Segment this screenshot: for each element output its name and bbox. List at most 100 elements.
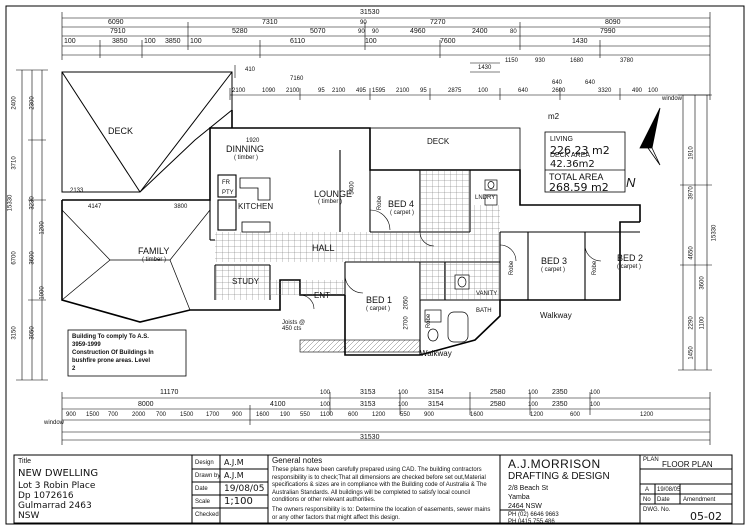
room-robe-3: Robe [592, 260, 599, 276]
company-address-2: Yamba [508, 494, 530, 501]
room-lounge: LOUNGE [314, 189, 353, 199]
plan-label: PLAN [643, 457, 659, 463]
dim-bottom-row3-6: 1700 [206, 412, 220, 418]
dim-bottom-row1-0: 11170 [160, 389, 179, 396]
dim-bottom-row1-8: 100 [590, 390, 601, 396]
dim-interior-3: 4147 [88, 204, 102, 210]
rev-date: 19/08/05 [657, 487, 681, 493]
dim-top-small-8: 640 [585, 80, 596, 86]
dim-right-4: 2290 [688, 316, 695, 330]
room-deck-left: DECK [108, 126, 134, 136]
dim-bottom-row3-11: 1100 [320, 412, 333, 418]
rev-amendment-label: Amendment [683, 497, 716, 503]
family-hip-lines [61, 209, 211, 311]
scale-value: 1;100 [224, 496, 253, 507]
tiled-floors [215, 170, 500, 300]
area-box [544, 131, 626, 193]
dim-bottom-row3-3: 2000 [132, 412, 146, 418]
dim-bottom-row3-0: 900 [66, 412, 77, 418]
dim-right-5: 1100 [699, 316, 706, 330]
dim-bottom-row3-12: 600 [348, 412, 359, 418]
dwg-value: 05-02 [690, 510, 722, 523]
area-deck-label: DECK AREA [550, 152, 591, 159]
dim-interior-4: 3800 [174, 204, 188, 210]
rev-a: A [645, 487, 650, 493]
dim-top-row5-2: 2100 [286, 88, 300, 94]
sheet-border [5, 5, 745, 525]
left-dimension-lines [16, 69, 48, 381]
dim-bottom-row1-5: 2580 [490, 389, 506, 396]
dim-left-0: 2400 [11, 96, 18, 110]
title-value: NEW DWELLING [18, 468, 99, 479]
dim-top-row3-4: 90 [372, 29, 379, 35]
room-dinning-floor: ( timber ) [234, 155, 258, 161]
dim-top-row5-14: 490 [632, 88, 643, 94]
dim-top-row3-0: 7910 [110, 28, 126, 35]
bushfire-line-3: Construction Of Buildings In [72, 350, 154, 356]
dim-bottom-row2-3: 3153 [360, 401, 376, 408]
drawn-label: Drawn by [195, 473, 221, 479]
room-dinning: DINNING [226, 144, 264, 154]
area-living-label: LIVING [550, 136, 573, 143]
room-robe-4: Robe [426, 313, 433, 329]
area-total-label: TOTAL AREA [549, 172, 604, 182]
dim-top-row3-5: 4960 [410, 28, 426, 35]
dim-bottom-row1-7: 2350 [552, 389, 568, 396]
room-fr: FR [222, 180, 230, 186]
room-bed3-floor: ( carpet ) [541, 267, 566, 273]
dim-bottom-row2-9: 100 [590, 402, 601, 408]
bottom-dimension-lines [61, 392, 711, 445]
north-label: N [626, 175, 636, 190]
company-name: A.J.MORRISON [508, 457, 601, 471]
room-bed4-floor: ( carpet ) [390, 210, 415, 216]
dim-bottom-row3-13: 1200 [372, 412, 386, 418]
dim-top-small-2: 1430 [478, 65, 492, 71]
dim-interior-1: 2050 [403, 296, 410, 310]
room-laundry: LNDRY [475, 195, 496, 201]
dim-bottom-row1-2: 3153 [360, 389, 376, 396]
north-arrow-icon [639, 107, 661, 166]
company-tagline: DRAFTING & DESIGN [508, 471, 610, 482]
dim-top-row4-0: 100 [64, 38, 76, 45]
room-bed2-floor: ( carpet ) [617, 264, 642, 270]
dim-top-total: 31530 [360, 9, 380, 16]
dim-top-small-4: 930 [535, 58, 546, 64]
date-value: 19/08/05 [224, 484, 265, 494]
right-dimension-lines [678, 94, 712, 371]
dim-top-row5-15: 100 [648, 88, 659, 94]
dim-top-row5-12: 2600 [552, 88, 566, 94]
dim-bottom-row2-1: 4100 [270, 401, 286, 408]
room-bath: BATH [476, 308, 492, 314]
dim-bottom-row3-7: 900 [232, 412, 243, 418]
bushfire-line-4: bushfire prone areas. Level [72, 358, 151, 364]
company-address-1: 2/8 Beach St [508, 485, 549, 492]
top-dimension-lines [61, 12, 711, 100]
room-study: STUDY [232, 277, 260, 286]
room-family: FAMILY [138, 246, 170, 256]
dim-bottom-row2-8: 2350 [552, 401, 568, 408]
dwg-label: DWG. No. [643, 507, 671, 513]
dim-bottom-row3-5: 1500 [180, 412, 194, 418]
area-living-value: 226.23 m2 [550, 144, 610, 157]
dim-window-label-bottom: window [44, 420, 65, 426]
room-bed4: BED 4 [388, 199, 415, 209]
dim-left-1: 2300 [29, 96, 36, 110]
dim-top-row5-6: 1595 [372, 88, 386, 94]
title-address-3: Gulmarrad 2463 [18, 501, 92, 511]
dim-top-row4-8: 1430 [572, 38, 588, 45]
dim-top-row4-2: 100 [144, 38, 156, 45]
dim-top-row3-7: 80 [510, 29, 517, 35]
general-notes-p2: The owners responsibility is to: Determi… [272, 507, 491, 521]
checked-label: Checked [195, 512, 219, 518]
room-hall: HALL [312, 243, 335, 253]
dim-bottom-row3-8: 1600 [256, 412, 270, 418]
title-address-2: Dp 1072616 [18, 491, 74, 501]
dim-top-row5-3: 95 [318, 88, 325, 94]
room-deck-mid: DECK [427, 137, 450, 146]
dim-bottom-row3-1: 1500 [86, 412, 100, 418]
rev-date-col-label: Date [657, 497, 670, 503]
company-phone: PH (02) 6646 9663 [508, 512, 559, 518]
dim-bottom-row2-6: 2580 [490, 401, 506, 408]
room-bed2: BED 2 [617, 253, 644, 263]
bushfire-line-5: 2 [72, 366, 76, 372]
